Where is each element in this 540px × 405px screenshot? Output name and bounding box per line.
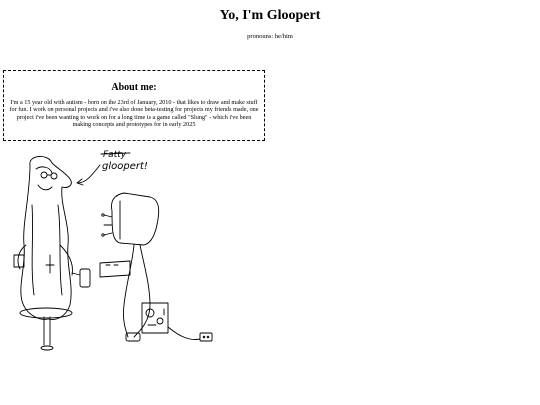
sketch-drawing: Fatty gloopert! xyxy=(13,150,213,351)
pronouns-text: pronouns: he/him xyxy=(247,33,293,40)
about-box: About me: I'm a 15 year old with autism … xyxy=(3,70,265,141)
about-text: I'm a 15 year old with autism - born on … xyxy=(9,99,259,129)
sketch-illustration: Fatty gloopert! xyxy=(0,145,270,360)
monitor-robot xyxy=(99,192,213,342)
page-title: Yo, I'm Gloopert xyxy=(219,8,321,23)
crossed-name-label: Fatty xyxy=(103,150,127,160)
arrow-line xyxy=(77,164,101,184)
about-heading: About me: xyxy=(111,82,157,93)
stool xyxy=(19,307,73,351)
gloopert-character xyxy=(13,156,91,320)
strike-line xyxy=(100,152,131,155)
name-label: gloopert! xyxy=(102,161,148,172)
arrow-head xyxy=(76,178,84,186)
